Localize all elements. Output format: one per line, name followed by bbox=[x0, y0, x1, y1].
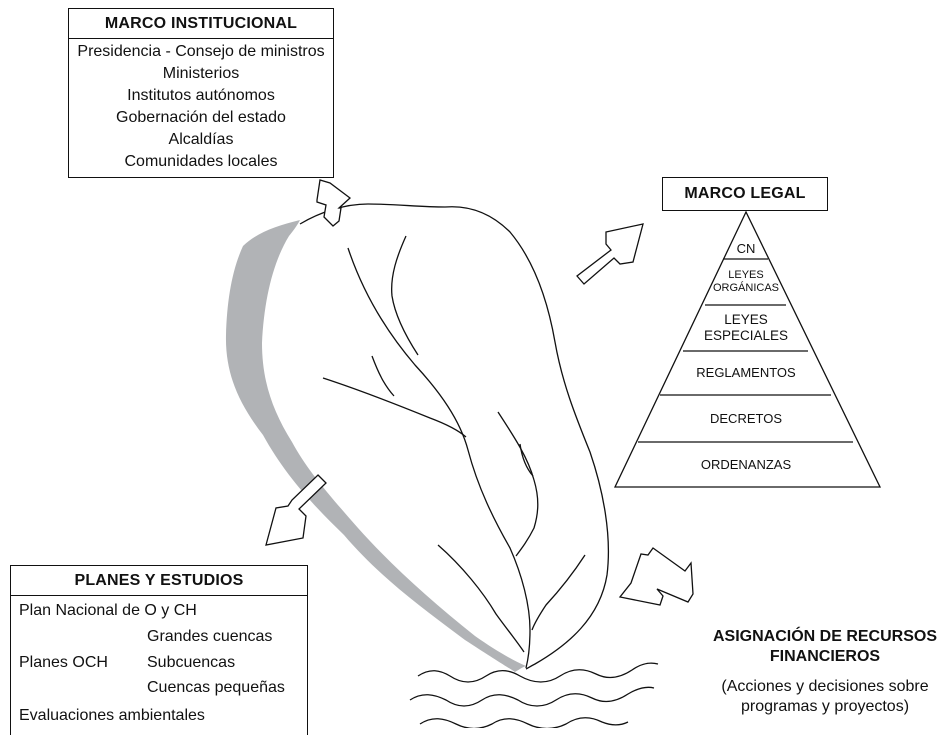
institutional-title: MARCO INSTITUCIONAL bbox=[69, 9, 333, 39]
financial-title-line2: FINANCIEROS bbox=[769, 648, 881, 665]
och-item-grandes-cuencas: Grandes cuencas bbox=[147, 628, 273, 645]
pyramid-level-reglamentos: REGLAMENTOS bbox=[696, 365, 796, 380]
tributary-small-a bbox=[371, 355, 395, 397]
financial-allocation-subtitle: (Acciones y decisiones sobre programas y… bbox=[700, 677, 950, 717]
arrow-to-institutional bbox=[316, 179, 352, 227]
legal-framework-box: MARCO LEGAL bbox=[662, 177, 828, 211]
water-wave-1 bbox=[417, 662, 659, 683]
financial-title-line1: ASIGNACIÓN DE RECURSOS bbox=[712, 628, 938, 645]
tributary-upper bbox=[391, 235, 419, 356]
financial-subtitle-line2: programas y proyectos) bbox=[740, 698, 910, 715]
tributary-small-b bbox=[519, 443, 534, 477]
riparian-band bbox=[225, 220, 526, 672]
tributary-lower-left bbox=[437, 544, 525, 653]
arrow-to-plans bbox=[265, 474, 327, 546]
institutional-item: Institutos autónomos bbox=[127, 87, 275, 104]
basin-outline bbox=[299, 203, 610, 670]
institutional-item: Gobernación del estado bbox=[116, 109, 286, 126]
tributary-left bbox=[322, 377, 467, 438]
water-wave-3 bbox=[419, 717, 629, 728]
och-item-subcuencas: Subcuencas bbox=[147, 654, 236, 671]
arrow-to-legal bbox=[576, 223, 644, 285]
plan-national: Plan Nacional de O y CH bbox=[19, 602, 197, 619]
institutional-framework-box: MARCO INSTITUCIONAL Presidencia - Consej… bbox=[68, 8, 334, 178]
pyramid-level-cn: CN bbox=[736, 241, 756, 256]
water-wave-2 bbox=[409, 686, 655, 707]
institutional-item: Alcaldías bbox=[168, 131, 234, 148]
arrow-from-financial bbox=[618, 547, 694, 606]
tributary-lower-right bbox=[531, 554, 586, 631]
plan-och-label: Planes OCH bbox=[19, 654, 108, 671]
financial-subtitle-line1: (Acciones y decisiones sobre bbox=[721, 678, 929, 695]
pyramid-level-ordenanzas: ORDENANZAS bbox=[700, 457, 792, 472]
legal-pyramid bbox=[613, 210, 882, 488]
main-stream bbox=[347, 247, 531, 669]
tributary-right bbox=[497, 411, 539, 557]
legal-title: MARCO LEGAL bbox=[684, 185, 806, 202]
och-item-cuencas-pequenas: Cuencas pequeñas bbox=[147, 679, 285, 696]
plans-title: PLANES Y ESTUDIOS bbox=[11, 566, 307, 596]
institutional-item: Presidencia - Consejo de ministros bbox=[77, 43, 325, 60]
institutional-list: Presidencia - Consejo de ministros Minis… bbox=[69, 39, 333, 173]
institutional-item: Ministerios bbox=[162, 65, 240, 82]
financial-allocation-title: ASIGNACIÓN DE RECURSOS FINANCIEROS bbox=[700, 627, 950, 667]
plans-studies-box: PLANES Y ESTUDIOS Plan Nacional de O y C… bbox=[10, 565, 308, 735]
plan-environmental: Evaluaciones ambientales bbox=[19, 707, 205, 724]
pyramid-level-decretos: DECRETOS bbox=[710, 411, 782, 426]
institutional-item: Comunidades locales bbox=[124, 153, 278, 170]
